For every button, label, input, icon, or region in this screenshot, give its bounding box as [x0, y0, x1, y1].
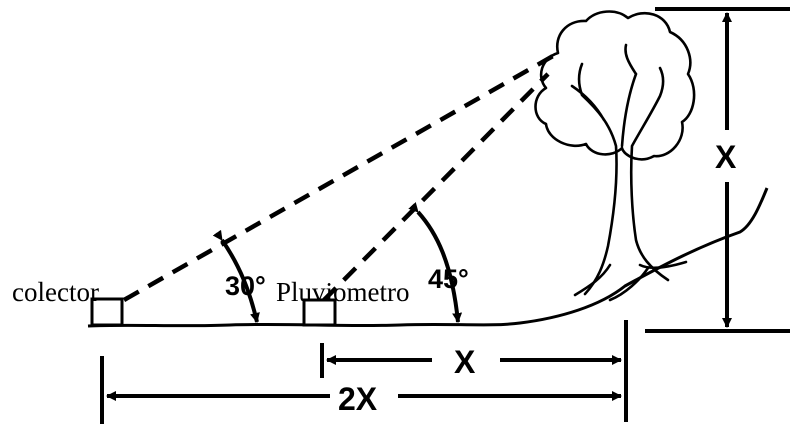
collector-label: colector	[12, 277, 99, 307]
angle-arc-30	[212, 229, 260, 323]
angle-30-label: 30°	[225, 271, 266, 301]
rain-gauge-label: Pluviometro	[276, 277, 410, 307]
tree-trunk	[570, 43, 670, 296]
sight-line-45deg	[322, 72, 550, 302]
angle-arc-45	[408, 201, 463, 323]
tree-canopy	[534, 10, 696, 161]
rain-gauge-box	[302, 298, 337, 327]
tree-roots	[573, 260, 688, 302]
angle-45-label: 45°	[428, 264, 469, 294]
far-distance-label: 2X	[338, 381, 378, 417]
collector-box	[90, 297, 124, 327]
near-distance-label: X	[454, 344, 476, 380]
sight-line-30deg	[122, 50, 562, 302]
ground-line	[87, 187, 769, 328]
tree-height-label: X	[715, 139, 737, 175]
